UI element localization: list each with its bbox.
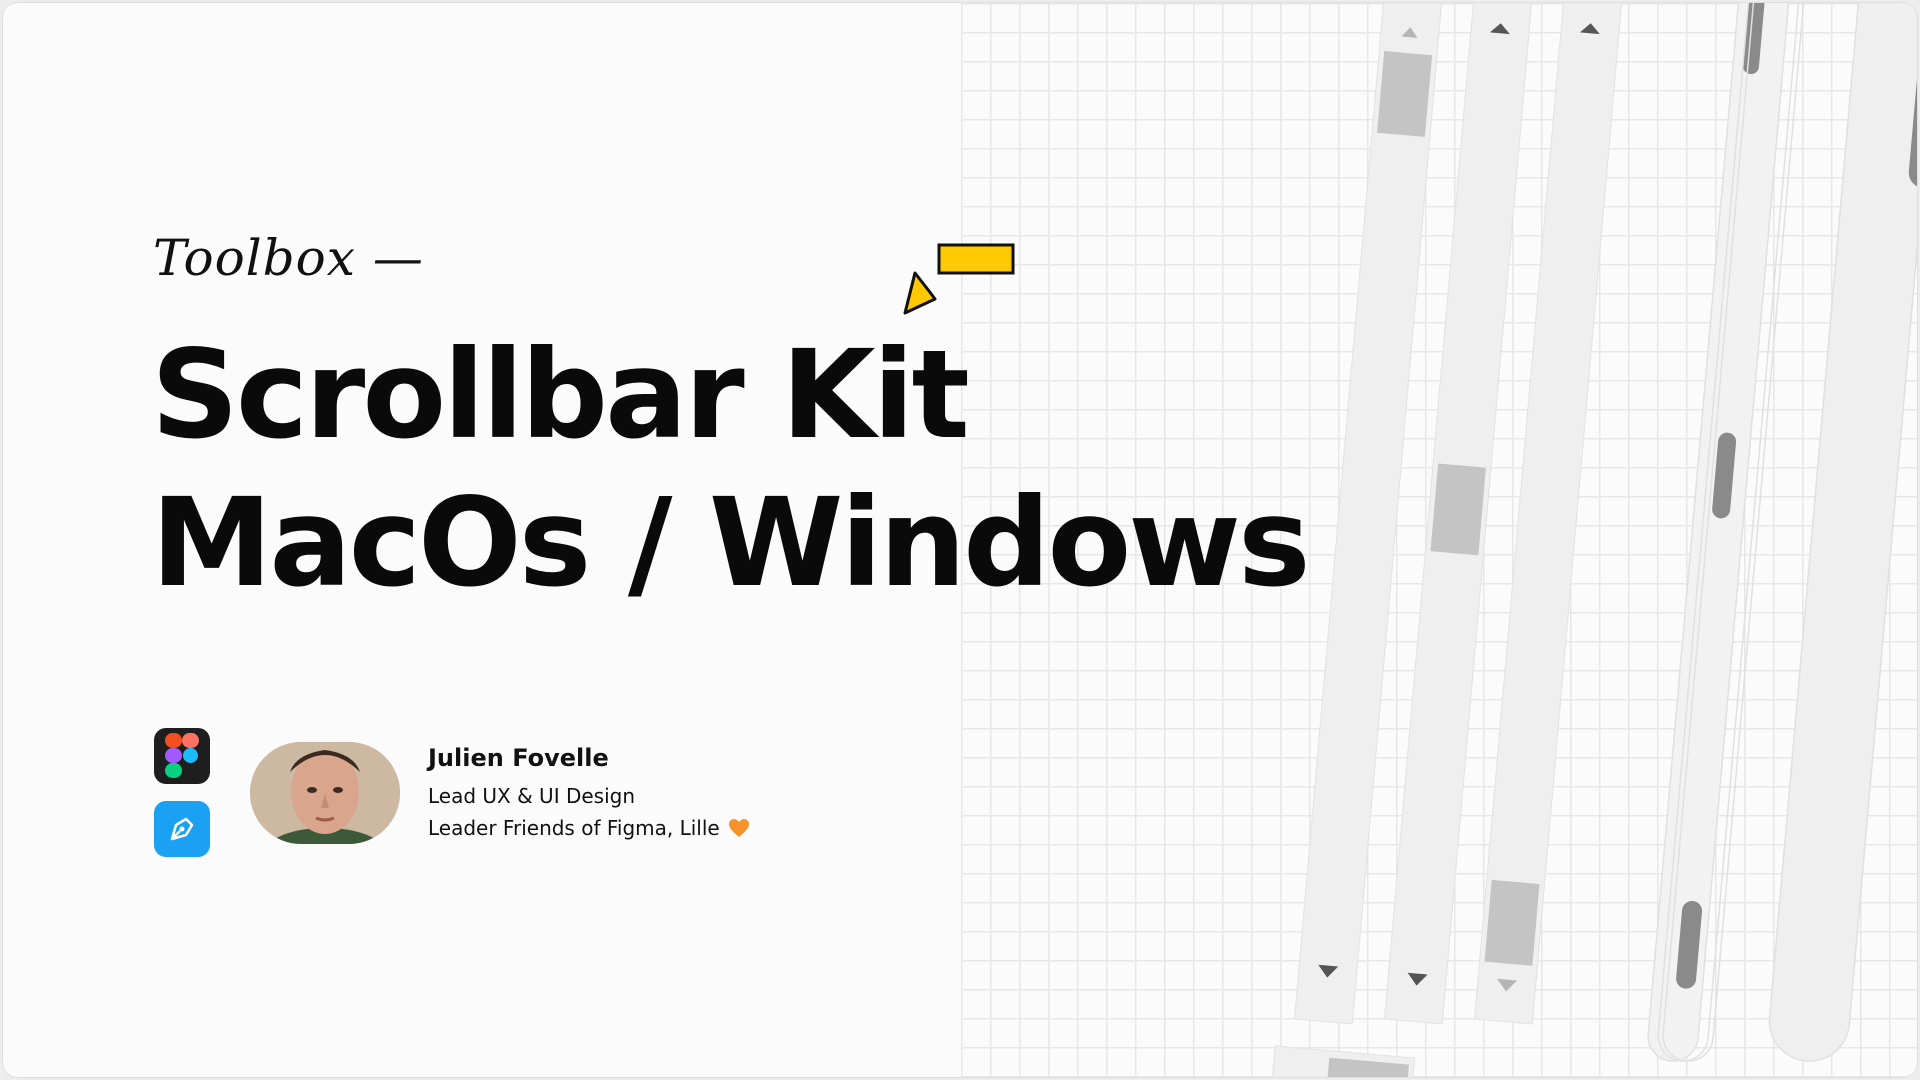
- windows-scrollbar-3[interactable]: [1473, 3, 1624, 1025]
- scrollbar-thumb: [1712, 432, 1737, 519]
- eyebrow-label: Toolbox —: [153, 229, 424, 287]
- figma-icon[interactable]: [154, 728, 210, 784]
- author-name: Julien Fovelle: [428, 744, 609, 772]
- horizontal-scrollbar[interactable]: [1271, 1045, 1416, 1078]
- scroll-down-arrow-icon: [1318, 964, 1339, 978]
- scroll-up-arrow-icon: [1579, 23, 1600, 35]
- mac-scrollbar-4[interactable]: [1766, 3, 1918, 1066]
- windows-scrollbar-1[interactable]: [1293, 3, 1444, 1025]
- windows-scrollbar-2[interactable]: [1383, 3, 1534, 1025]
- scrollbar-thumb: [1430, 463, 1486, 556]
- scrollbar-illustration: [1271, 3, 1918, 1078]
- author-role: Lead UX & UI Design: [428, 784, 636, 808]
- mac-scrollbar-1[interactable]: [1646, 3, 1792, 1063]
- pen-tool-icon[interactable]: [154, 801, 210, 857]
- scroll-up-arrow-icon: [1489, 23, 1510, 35]
- page-title: Scrollbar Kit MacOs / Windows: [151, 321, 1311, 617]
- mac-scrollbar-2[interactable]: [1656, 3, 1802, 1063]
- scroll-down-arrow-icon: [1407, 972, 1428, 986]
- cursor-arrow-icon: [903, 243, 1015, 315]
- author-community: Leader Friends of Figma, Lille: [428, 816, 750, 840]
- scrollbar-thumb: [1676, 900, 1703, 989]
- title-line-2: MacOs / Windows: [151, 472, 1311, 614]
- scroll-down-arrow-icon: [1497, 978, 1518, 992]
- author-community-text: Leader Friends of Figma, Lille: [428, 816, 720, 840]
- scroll-up-arrow-icon: [1401, 27, 1418, 38]
- title-line-1: Scrollbar Kit: [151, 324, 970, 466]
- mac-scrollbar-3[interactable]: [1661, 3, 1807, 1063]
- scrollbar-thumb: [1377, 51, 1433, 137]
- scrollbar-thumb: [1484, 879, 1540, 966]
- orange-heart-icon: [728, 819, 749, 837]
- avatar: [250, 742, 400, 844]
